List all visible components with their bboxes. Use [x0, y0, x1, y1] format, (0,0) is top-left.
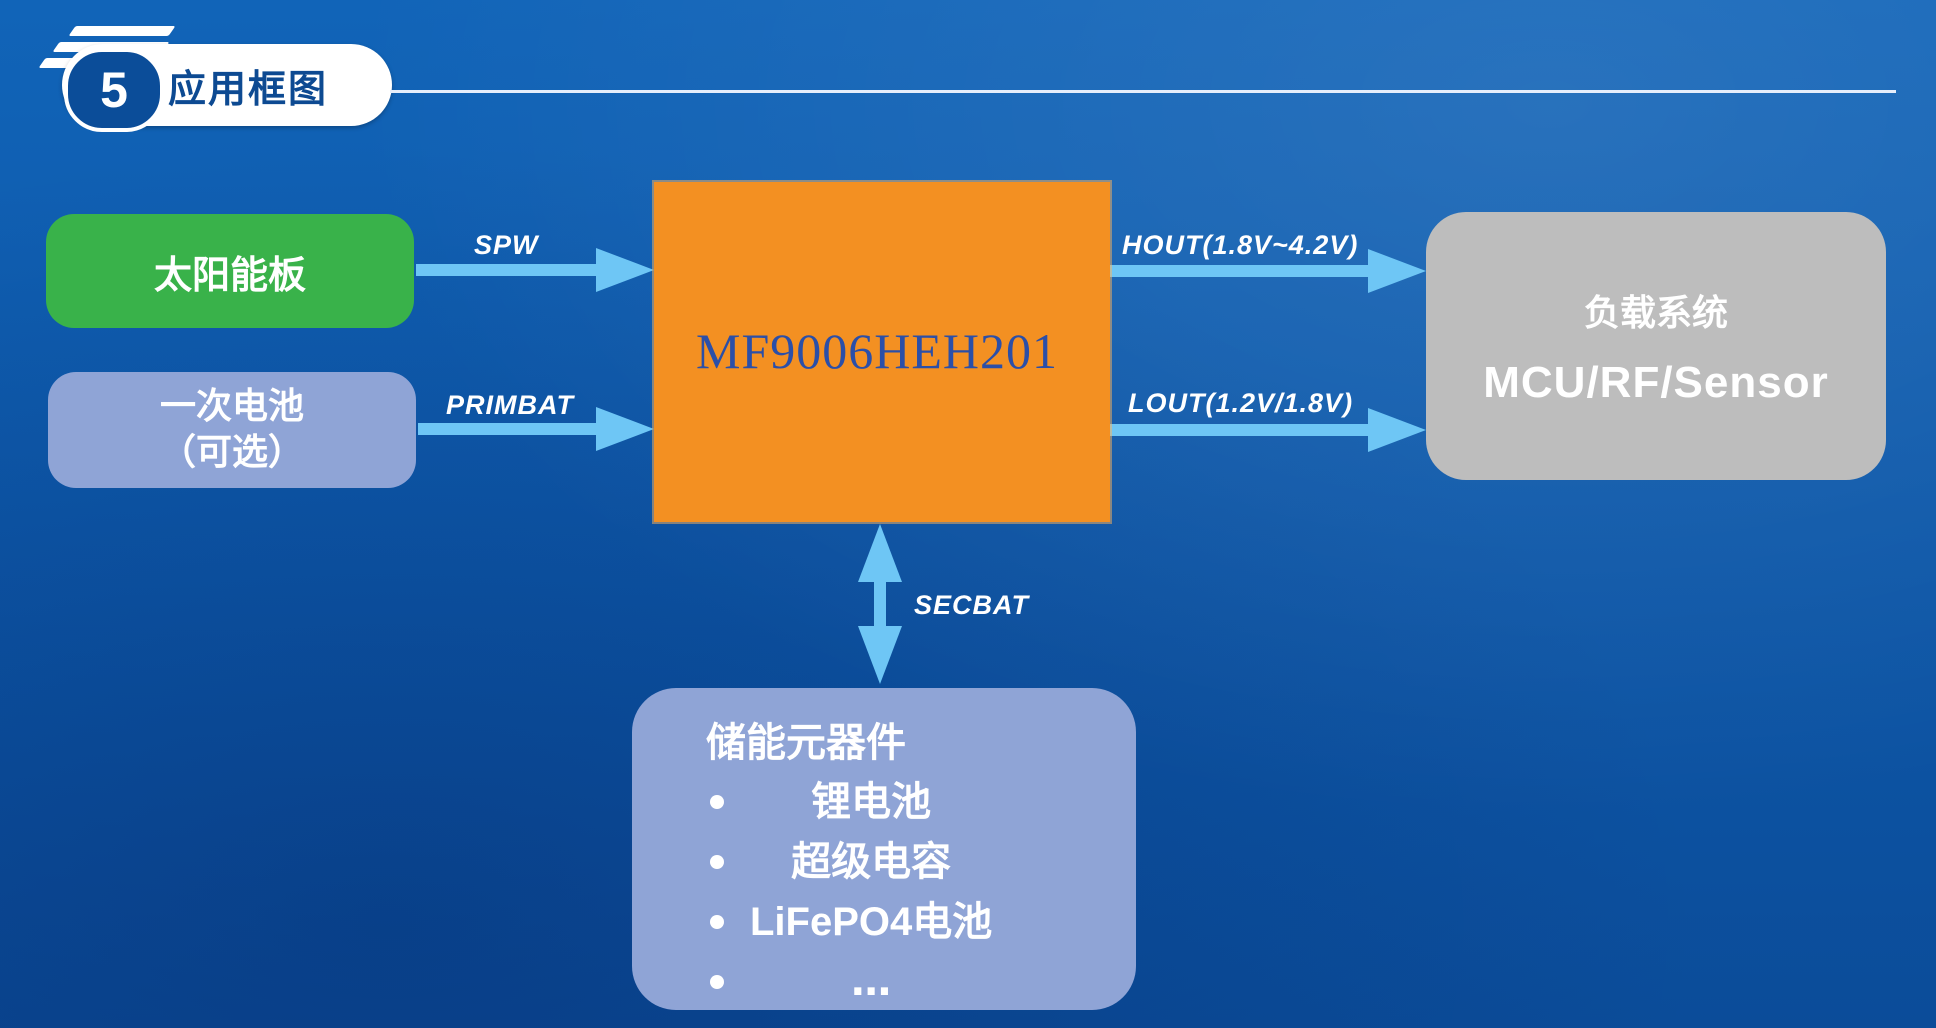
primary-battery-block: 一次电池 （可选）: [48, 372, 416, 488]
arrow-secbat: [858, 524, 902, 684]
load-system-components: MCU/RF/Sensor: [1483, 358, 1829, 407]
arrow-lout: [1110, 408, 1426, 452]
storage-title: 储能元器件: [706, 720, 906, 766]
primary-battery-label: 一次电池: [159, 386, 304, 427]
header-divider: [390, 90, 1896, 93]
list-item: LiFePO4电池: [710, 892, 992, 952]
list-item: 锂电池: [710, 772, 992, 832]
arrow-primbat: [418, 407, 654, 451]
primary-battery-optional-label: （可选）: [159, 432, 304, 473]
storage-block: 储能元器件 锂电池 超级电容 LiFePO4电池 …: [632, 688, 1136, 1010]
chip-block: MF9006HEH201: [654, 182, 1110, 522]
label-primbat: PRIMBAT: [446, 390, 574, 420]
arrow-hout: [1110, 249, 1426, 293]
label-secbat: SECBAT: [914, 590, 1030, 620]
label-lout: LOUT(1.2V/1.8V): [1128, 388, 1354, 418]
arrow-spw: [416, 248, 654, 292]
load-system-label: 负载系统: [1583, 293, 1728, 334]
storage-list: 锂电池 超级电容 LiFePO4电池 …: [710, 772, 992, 1012]
solar-panel-block: 太阳能板: [46, 214, 414, 328]
list-item: …: [710, 952, 992, 1012]
section-number: 5: [64, 48, 164, 132]
label-hout: HOUT(1.8V~4.2V): [1122, 230, 1359, 260]
section-title: 应用框图: [168, 67, 329, 111]
load-system-block: 负载系统 MCU/RF/Sensor: [1426, 212, 1886, 480]
list-item: 超级电容: [710, 832, 992, 892]
chip-label: MF9006HEH201: [696, 323, 1059, 379]
solar-panel-label: 太阳能板: [153, 252, 306, 297]
label-spw: SPW: [474, 230, 539, 260]
